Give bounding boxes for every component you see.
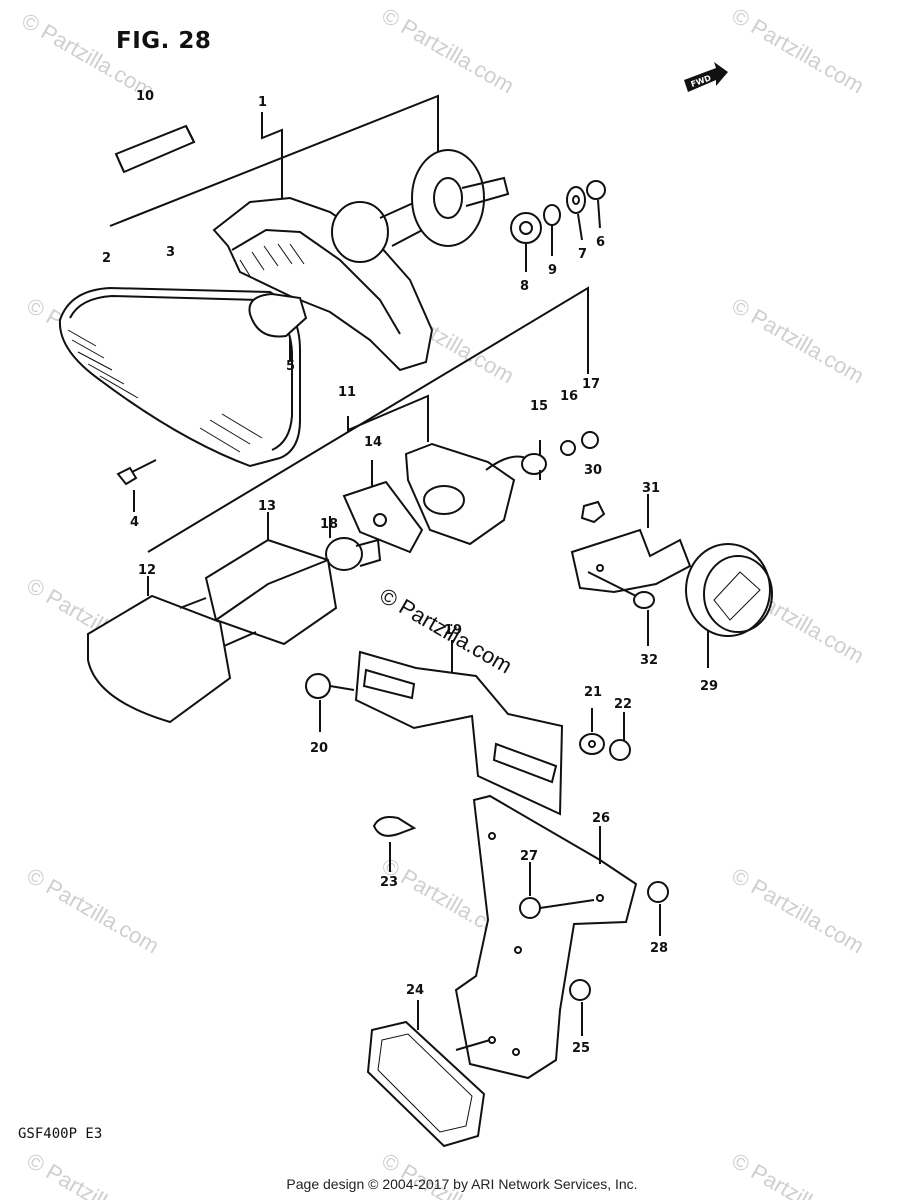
watermark: © Partzilla.com [23, 863, 164, 959]
part-labels: 1 2 3 4 5 6 7 8 9 10 11 12 13 14 15 16 1… [102, 89, 718, 1056]
part-nut-8 [510, 212, 542, 272]
part-label: 13 [258, 499, 276, 514]
part-nut-6 [586, 180, 606, 229]
part-label: 3 [166, 245, 175, 260]
part-label: 31 [642, 481, 660, 496]
part-license-lamp-body [404, 442, 527, 546]
part-label: 22 [614, 697, 632, 712]
part-screw-4 [116, 459, 157, 512]
part-label: 29 [700, 679, 718, 694]
part-nut-17 [581, 431, 599, 449]
part-nut-30 [580, 500, 606, 524]
part-label: 18 [320, 517, 338, 532]
part-nut-28 [647, 881, 669, 936]
part-screw-32 [587, 571, 655, 646]
part-label: 8 [520, 279, 529, 294]
watermark: © Partzilla.com [23, 1148, 164, 1200]
figure-title: FIG. 28 [116, 28, 212, 54]
part-tail-lamp-lens [58, 286, 301, 468]
part-label: 17 [582, 377, 600, 392]
model-code: GSF400P E3 [18, 1126, 103, 1142]
part-washer-7 [566, 186, 586, 241]
part-reflector-29 [685, 543, 773, 668]
part-cover-13 [204, 512, 338, 646]
part-collar-9 [543, 204, 561, 256]
part-label: 4 [130, 515, 139, 530]
part-nut-25 [569, 979, 591, 1036]
part-tail-lamp-housing [212, 196, 434, 372]
part-label: 19 [444, 623, 462, 638]
part-label: 6 [596, 235, 605, 250]
part-label: 27 [520, 849, 538, 864]
part-label: 21 [584, 685, 602, 700]
part-label: 7 [578, 247, 587, 262]
part-pad-10 [114, 124, 196, 174]
part-screw-27 [519, 862, 595, 919]
part-label: 11 [338, 385, 356, 400]
part-label: 30 [584, 463, 602, 478]
leader-bracket-11 [147, 286, 589, 553]
watermark: © Partzilla.com [728, 293, 869, 389]
part-washer-16 [560, 440, 576, 456]
watermark: © Partzilla.com [378, 1148, 519, 1200]
part-bracket-26 [454, 794, 638, 1080]
part-bolt-20 [305, 673, 355, 732]
watermark: © Partzilla.com [728, 1148, 869, 1200]
part-label: 10 [136, 89, 154, 104]
part-label: 15 [530, 399, 548, 414]
part-bulb-18 [325, 516, 382, 571]
part-bracket-31 [570, 494, 692, 594]
part-grommet [411, 149, 510, 247]
part-clip-23 [372, 816, 417, 872]
part-label: 20 [310, 741, 328, 756]
watermark: © Partzilla.com [728, 863, 869, 959]
fwd-arrow-icon: FWD [684, 62, 728, 92]
part-washer-21 [579, 708, 605, 755]
watermark: © Partzilla.com [728, 3, 869, 99]
fwd-label: FWD [690, 73, 713, 89]
part-plate-19 [354, 640, 564, 816]
part-label: 16 [560, 389, 578, 404]
part-screw-15 [521, 440, 547, 480]
part-label: 24 [406, 983, 424, 998]
part-label: 2 [102, 251, 111, 266]
part-lamp-12 [87, 576, 257, 724]
part-nut-22 [609, 712, 631, 761]
part-label: 32 [640, 653, 658, 668]
leader-bracket-1 [109, 94, 439, 227]
part-label: 14 [364, 435, 382, 450]
footer-credit: Page design © 2004-2017 by ARI Network S… [286, 1176, 638, 1192]
watermark: © Partzilla.com [378, 3, 519, 99]
part-label: 9 [548, 263, 557, 278]
part-label: 26 [592, 811, 610, 826]
part-label: 5 [286, 359, 295, 374]
part-lamp-plate-14 [342, 460, 424, 554]
part-bulb-5 [248, 292, 308, 360]
part-label: 28 [650, 941, 668, 956]
part-label: 12 [138, 563, 156, 578]
part-label: 25 [572, 1041, 590, 1056]
part-reflector-24 [366, 1000, 491, 1148]
part-label: 1 [258, 95, 267, 110]
part-label: 23 [380, 875, 398, 890]
